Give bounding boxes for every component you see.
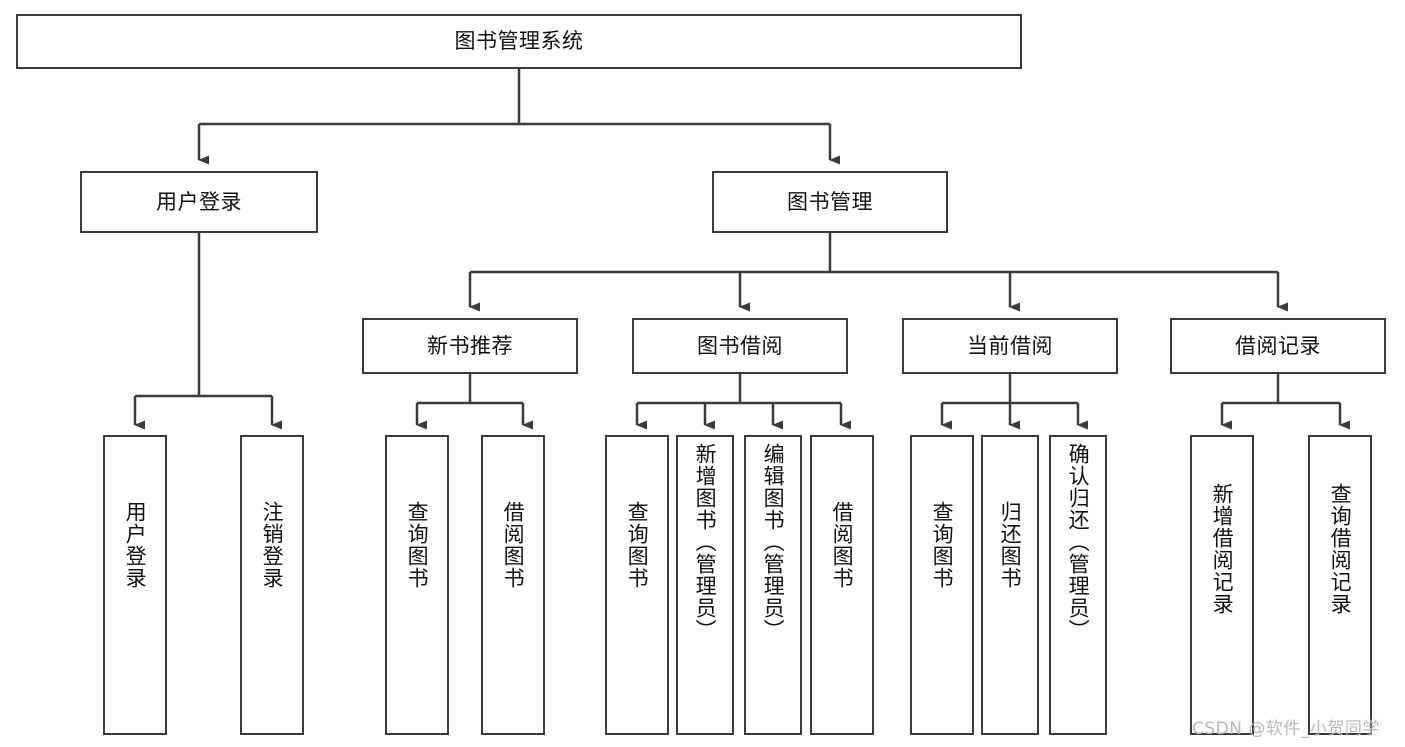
node-label: 用户登录 xyxy=(156,189,242,214)
node-leaf-confirm-return-admin[interactable]: 确认归还（管理员） xyxy=(1049,435,1107,735)
node-label: 查询图书 xyxy=(930,501,955,589)
node-label: 图书管理 xyxy=(787,189,873,214)
node-label: 借阅图书 xyxy=(501,501,526,589)
node-leaf-query-book-current[interactable]: 查询图书 xyxy=(910,435,974,735)
node-label: 借阅记录 xyxy=(1235,333,1321,358)
node-label: 新增借阅记录 xyxy=(1210,483,1235,615)
node-leaf-query-book-borrow[interactable]: 查询图书 xyxy=(605,435,669,735)
node-label: 确认归还（管理员） xyxy=(1066,443,1091,641)
node-label: 归还图书 xyxy=(998,501,1023,589)
node-label: 查询图书 xyxy=(625,501,650,589)
node-current-borrow[interactable]: 当前借阅 xyxy=(902,318,1118,374)
node-label: 编辑图书（管理员） xyxy=(761,443,786,641)
node-leaf-edit-book-admin[interactable]: 编辑图书（管理员） xyxy=(744,435,802,735)
node-label: 注销登录 xyxy=(260,501,285,589)
node-label: 新增图书（管理员） xyxy=(693,443,718,641)
node-label: 图书借阅 xyxy=(697,333,783,358)
node-leaf-query-book-recommend[interactable]: 查询图书 xyxy=(385,435,449,735)
node-leaf-borrow-book-recommend[interactable]: 借阅图书 xyxy=(481,435,545,735)
node-user-login[interactable]: 用户登录 xyxy=(80,171,318,233)
node-leaf-user-login[interactable]: 用户登录 xyxy=(103,435,167,735)
node-borrow-record[interactable]: 借阅记录 xyxy=(1170,318,1386,374)
node-leaf-return-book[interactable]: 归还图书 xyxy=(981,435,1039,735)
node-label: 查询借阅记录 xyxy=(1328,483,1353,615)
node-label: 新书推荐 xyxy=(427,333,513,358)
node-leaf-add-book-admin[interactable]: 新增图书（管理员） xyxy=(676,435,734,735)
node-root-book-management-system[interactable]: 图书管理系统 xyxy=(16,14,1022,69)
node-label: 借阅图书 xyxy=(830,501,855,589)
node-label: 查询图书 xyxy=(405,501,430,589)
node-label: 当前借阅 xyxy=(967,333,1053,358)
node-leaf-logout[interactable]: 注销登录 xyxy=(240,435,304,735)
node-label: 图书管理系统 xyxy=(454,29,584,54)
node-book-management[interactable]: 图书管理 xyxy=(712,171,948,233)
node-leaf-add-borrow-record[interactable]: 新增借阅记录 xyxy=(1190,435,1254,735)
node-book-borrow[interactable]: 图书借阅 xyxy=(632,318,848,374)
csdn-watermark: CSDN @软件_小贺同学 xyxy=(1192,719,1380,739)
node-leaf-query-borrow-record[interactable]: 查询借阅记录 xyxy=(1308,435,1372,735)
node-label: 用户登录 xyxy=(123,501,148,589)
node-leaf-borrow-book[interactable]: 借阅图书 xyxy=(810,435,874,735)
node-new-book-recommend[interactable]: 新书推荐 xyxy=(362,318,578,374)
